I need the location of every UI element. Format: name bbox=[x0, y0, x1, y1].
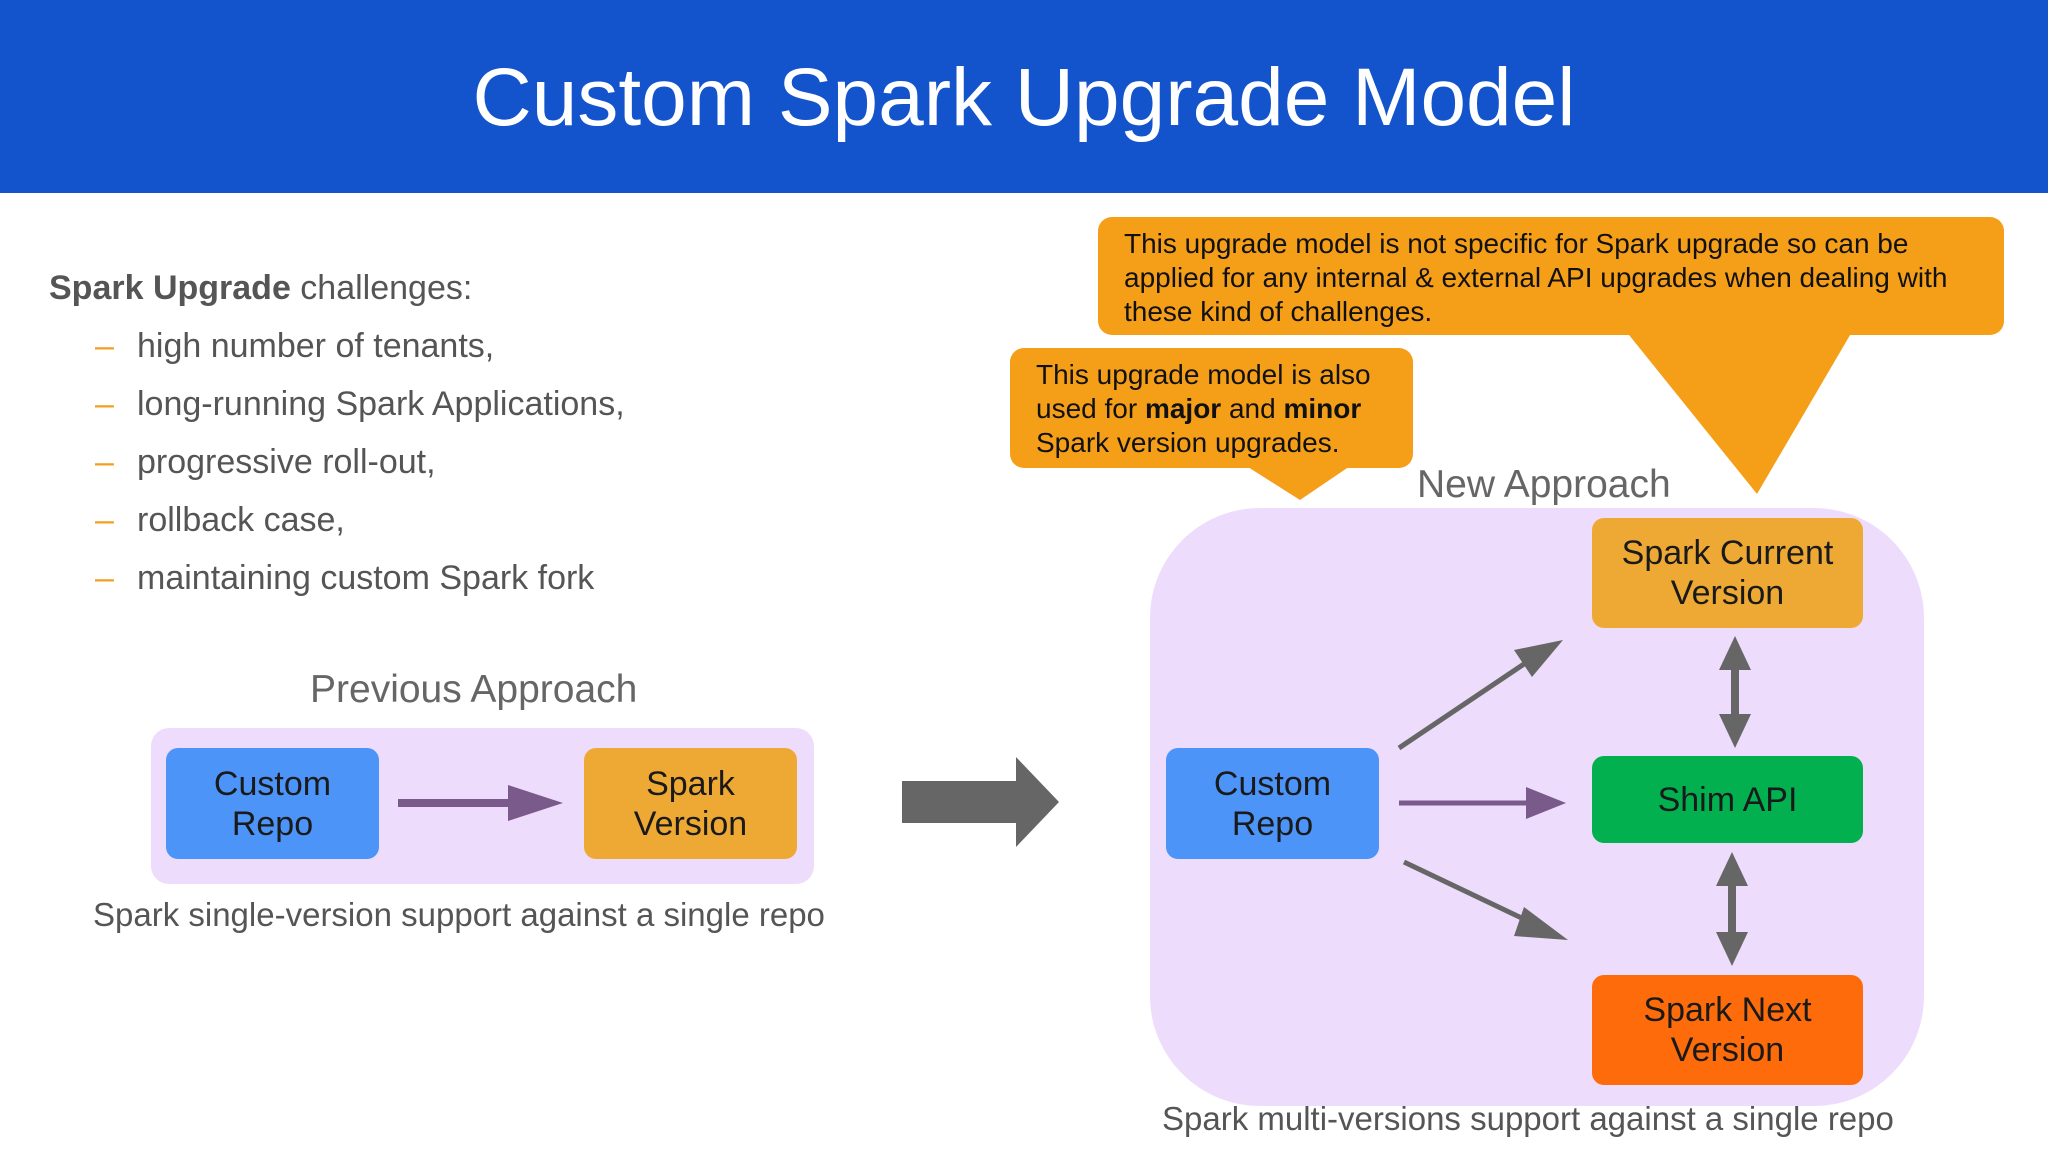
spark-next-version-box: Spark Next Version bbox=[1592, 975, 1863, 1085]
shim-api-box: Shim API bbox=[1592, 756, 1863, 843]
arrow-repo-to-next-head bbox=[1514, 907, 1568, 940]
bullet-dash: – bbox=[95, 327, 114, 365]
challenges-section: Spark Upgrade challenges: –high number o… bbox=[49, 262, 625, 610]
challenge-item: –long-running Spark Applications, bbox=[49, 378, 625, 436]
custom-repo-box-previous: Custom Repo bbox=[166, 748, 379, 859]
custom-repo-box-new: Custom Repo bbox=[1166, 748, 1379, 859]
callout-versions-line3: Spark version upgrades. bbox=[1036, 427, 1340, 458]
challenge-text: rollback case, bbox=[137, 501, 345, 539]
challenge-text: maintaining custom Spark fork bbox=[137, 559, 595, 597]
challenges-heading-bold: Spark Upgrade bbox=[49, 269, 291, 307]
challenges-heading: Spark Upgrade challenges: bbox=[49, 262, 625, 314]
page-title: Custom Spark Upgrade Model bbox=[472, 52, 1576, 143]
callout-versions: This upgrade model is also used for majo… bbox=[1010, 348, 1413, 468]
challenge-text: long-running Spark Applications, bbox=[137, 385, 625, 423]
callout-versions-text: and bbox=[1221, 393, 1284, 424]
challenge-item: –rollback case, bbox=[49, 494, 625, 552]
arrow-current-shim-head-down bbox=[1719, 714, 1751, 748]
challenge-item: –progressive roll-out, bbox=[49, 436, 625, 494]
callout-general-text: This upgrade model is not specific for S… bbox=[1124, 228, 1948, 327]
challenge-text: progressive roll-out, bbox=[137, 443, 436, 481]
arrow-repo-to-next bbox=[1402, 859, 1532, 925]
previous-approach-caption: Spark single-version support against a s… bbox=[93, 896, 825, 933]
arrow-shim-next-head-up bbox=[1716, 852, 1748, 886]
callout-general-tail bbox=[1625, 330, 1853, 494]
arrow-shim-next-head-down bbox=[1716, 932, 1748, 966]
arrow-repo-to-current bbox=[1397, 661, 1526, 751]
arrow-current-shim-head-up bbox=[1719, 636, 1751, 670]
bullet-dash: – bbox=[95, 385, 114, 423]
header-bar bbox=[0, 0, 2048, 193]
arrow-previous-head bbox=[508, 785, 563, 821]
callout-versions-line1: This upgrade model is also bbox=[1036, 359, 1371, 390]
previous-approach-label: Previous Approach bbox=[310, 668, 638, 711]
challenges-heading-rest: challenges: bbox=[290, 269, 473, 307]
callout-versions-major: major bbox=[1144, 393, 1222, 424]
bullet-dash: – bbox=[95, 443, 114, 481]
callout-versions-text: used for bbox=[1036, 393, 1145, 424]
spark-version-box-previous: Spark Version bbox=[584, 748, 797, 859]
spark-current-version-box: Spark Current Version bbox=[1592, 518, 1863, 628]
challenge-item: –high number of tenants, bbox=[49, 320, 625, 378]
arrow-repo-to-current-head bbox=[1514, 640, 1563, 677]
challenge-text: high number of tenants, bbox=[137, 327, 495, 365]
transition-arrow bbox=[902, 757, 1059, 847]
bullet-dash: – bbox=[95, 501, 114, 539]
challenges-list: –high number of tenants, –long-running S… bbox=[49, 320, 625, 610]
challenge-item: –maintaining custom Spark fork bbox=[49, 552, 625, 610]
arrow-repo-to-shim-head bbox=[1526, 787, 1566, 819]
callout-general: This upgrade model is not specific for S… bbox=[1098, 217, 2004, 335]
callout-versions-line2: used for major and minor bbox=[1036, 392, 1387, 426]
bullet-dash: – bbox=[95, 559, 114, 597]
callout-versions-tail bbox=[1240, 462, 1356, 500]
new-approach-label: New Approach bbox=[1417, 463, 1671, 506]
new-approach-caption: Spark multi-versions support against a s… bbox=[1162, 1100, 1894, 1137]
callout-versions-minor: minor bbox=[1283, 393, 1362, 424]
